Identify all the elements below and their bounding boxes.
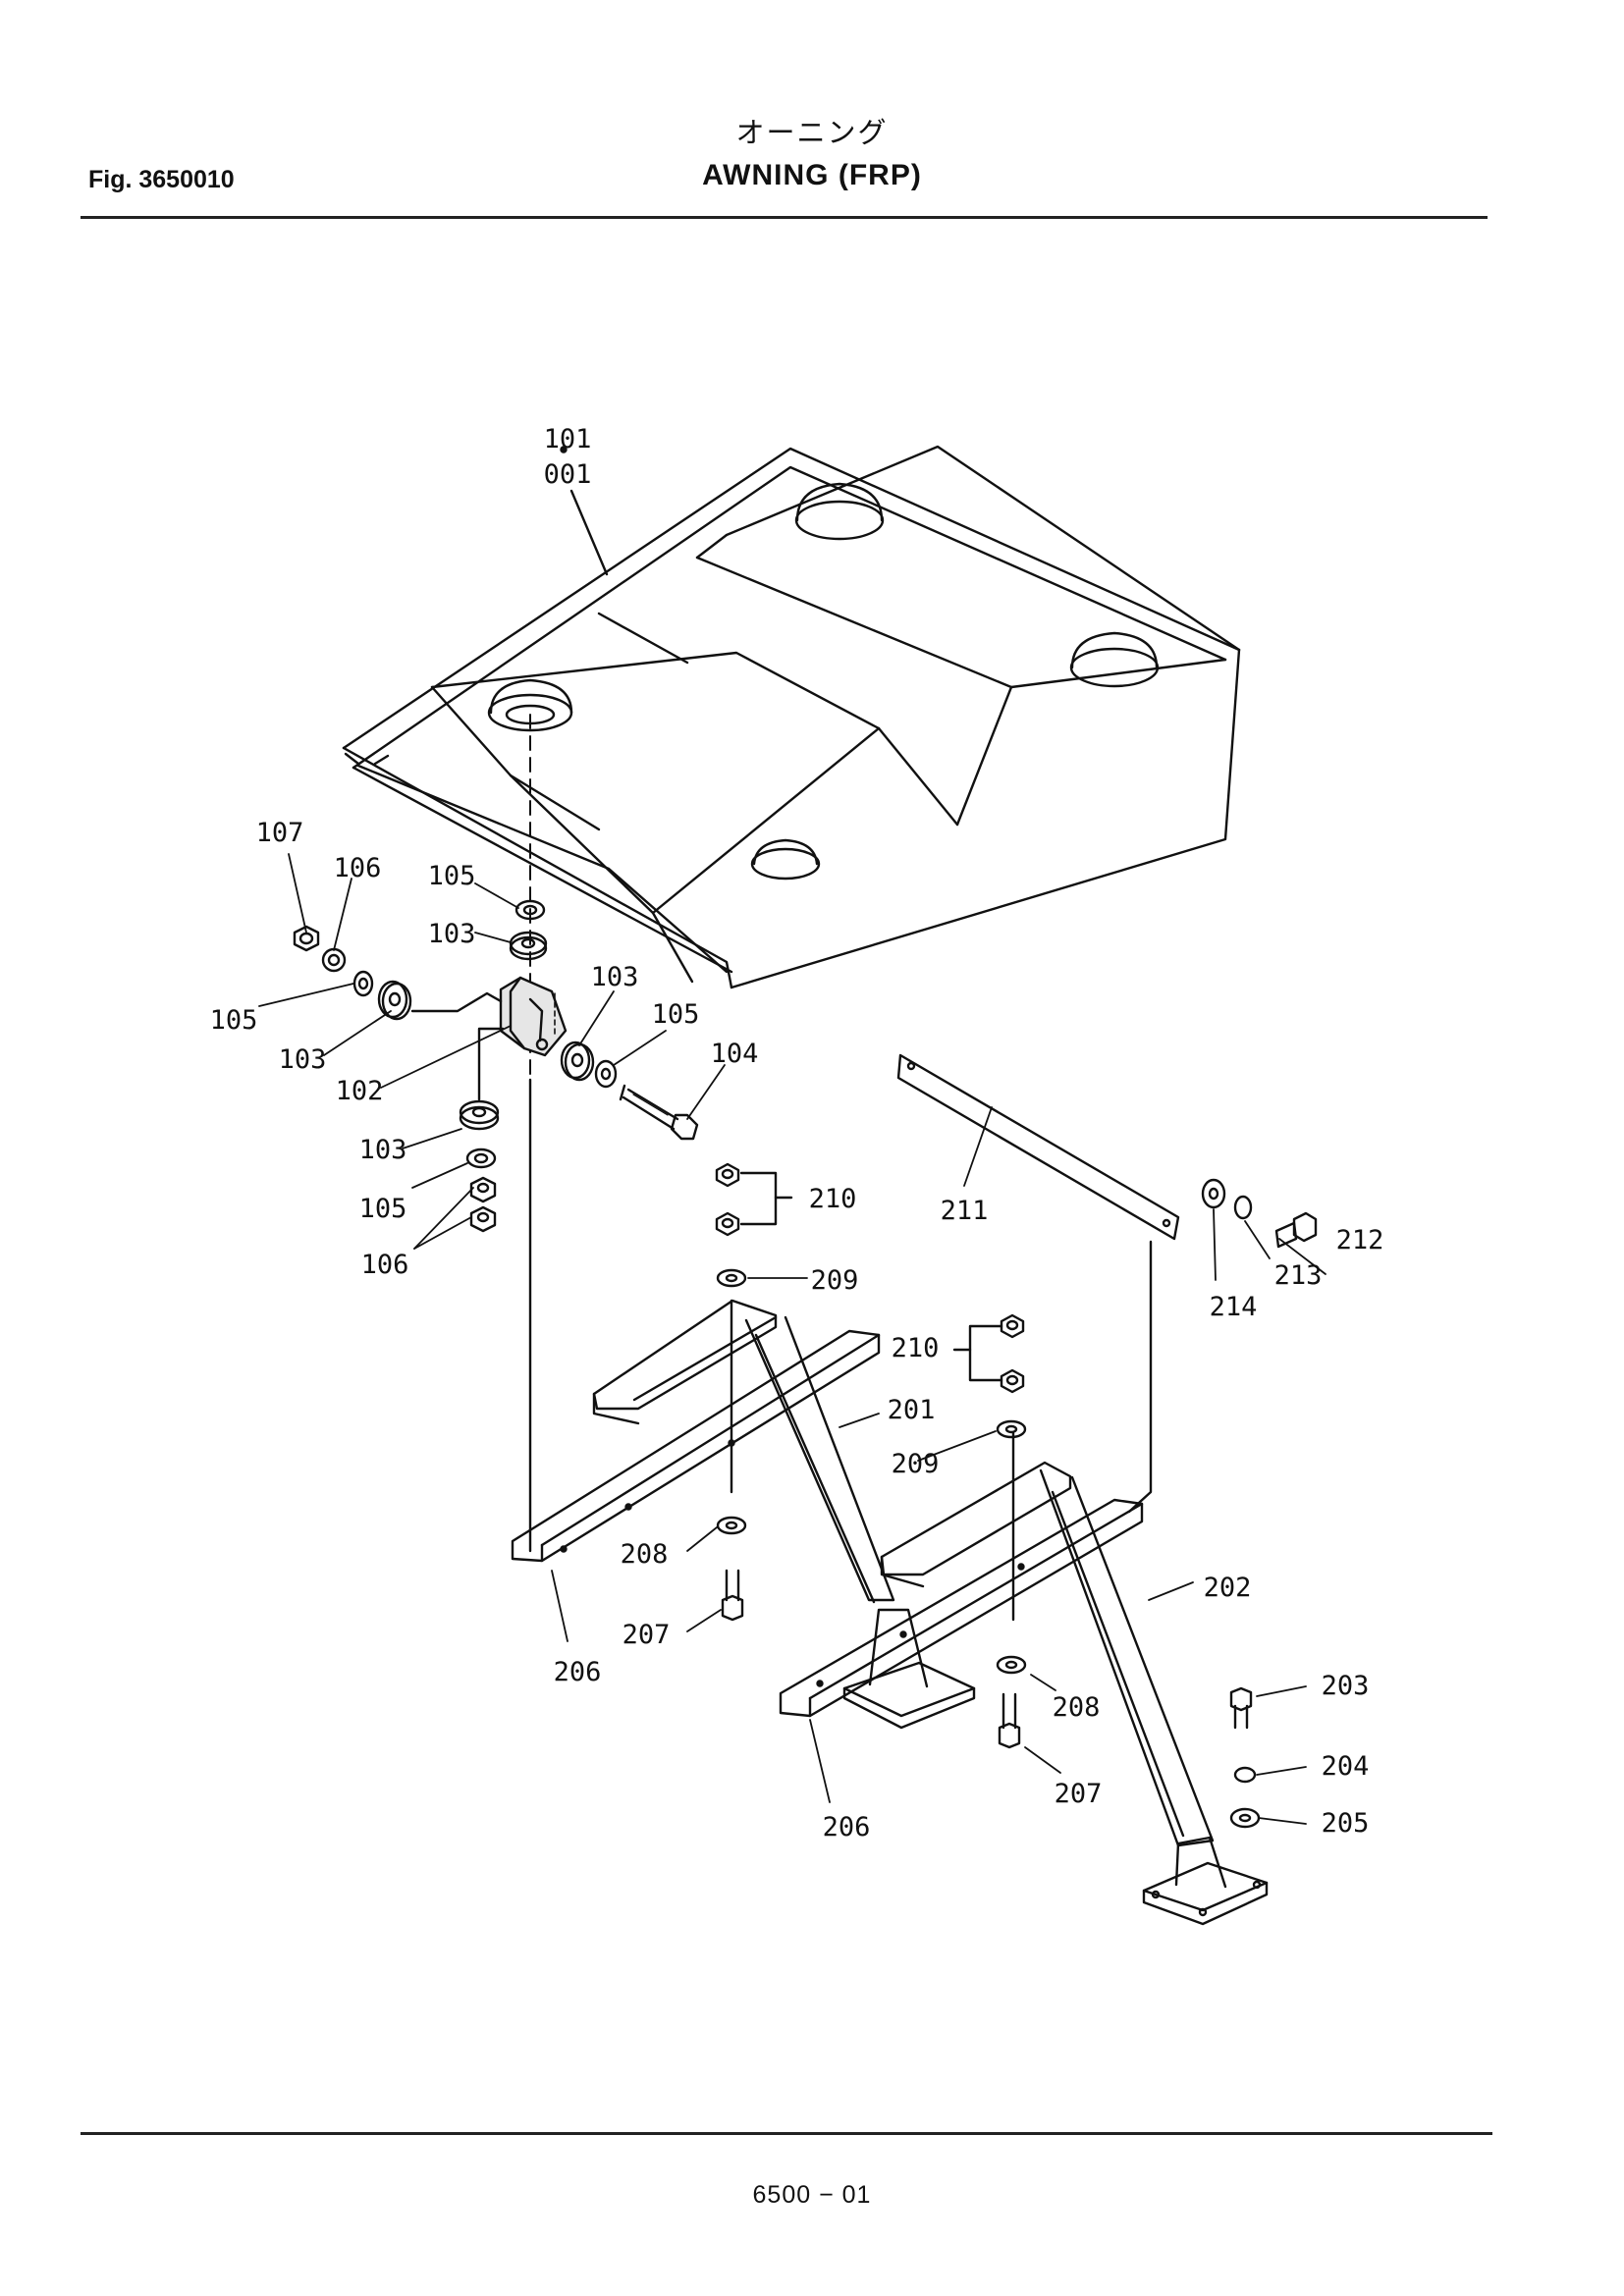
callout-212: 212 xyxy=(1336,1225,1384,1255)
callout-103-left: 103 xyxy=(279,1044,327,1075)
callout-labels: 101 001 107 106 105 103 105 103 103 102 … xyxy=(210,424,1384,1842)
callout-105-bottom: 105 xyxy=(359,1194,407,1224)
callout-210-right: 210 xyxy=(892,1333,940,1363)
callout-210-left: 210 xyxy=(809,1184,857,1214)
callout-202: 202 xyxy=(1204,1573,1252,1603)
callout-104: 104 xyxy=(711,1039,759,1069)
callout-209-left: 209 xyxy=(811,1265,859,1296)
page-number: 6500 − 01 xyxy=(752,2181,872,2209)
footer-rule xyxy=(81,2132,1492,2135)
callout-209-right: 209 xyxy=(892,1449,940,1479)
callout-203: 203 xyxy=(1322,1671,1370,1701)
title-japanese: オーニング xyxy=(735,116,889,149)
callout-206-right: 206 xyxy=(823,1812,871,1842)
page-title: AWNING (FRP) xyxy=(702,159,922,191)
header-rule xyxy=(81,216,1488,219)
callout-101: 101 xyxy=(544,424,592,454)
callout-204: 204 xyxy=(1322,1751,1370,1782)
callout-103-top: 103 xyxy=(428,919,476,949)
callout-001: 001 xyxy=(544,459,592,490)
callout-207-right: 207 xyxy=(1055,1779,1103,1809)
awning-canopy xyxy=(342,445,1241,989)
callout-105-left: 105 xyxy=(210,1005,258,1036)
callout-103-bottom: 103 xyxy=(359,1135,407,1165)
callout-213: 213 xyxy=(1274,1260,1323,1291)
figure-number: Fig. 3650010 xyxy=(88,166,235,193)
callout-211: 211 xyxy=(941,1196,989,1226)
callout-103-right: 103 xyxy=(591,962,639,992)
callout-107: 107 xyxy=(256,818,304,848)
callout-201: 201 xyxy=(888,1395,936,1425)
callout-102: 102 xyxy=(336,1076,384,1106)
callout-208-right: 208 xyxy=(1053,1692,1101,1723)
callout-106-top: 106 xyxy=(334,853,382,883)
callout-105-top: 105 xyxy=(428,861,476,891)
callout-105-right: 105 xyxy=(652,999,700,1030)
callout-106-bottom: 106 xyxy=(361,1250,409,1280)
callout-207-left: 207 xyxy=(623,1620,671,1650)
hinge-mount-group xyxy=(293,899,699,1233)
callout-208-left: 208 xyxy=(621,1539,669,1570)
callout-205: 205 xyxy=(1322,1808,1370,1839)
leader-lines xyxy=(258,853,1326,1825)
support-frame xyxy=(511,1053,1318,1926)
callout-214: 214 xyxy=(1210,1292,1258,1322)
callout-206-left: 206 xyxy=(554,1657,602,1687)
